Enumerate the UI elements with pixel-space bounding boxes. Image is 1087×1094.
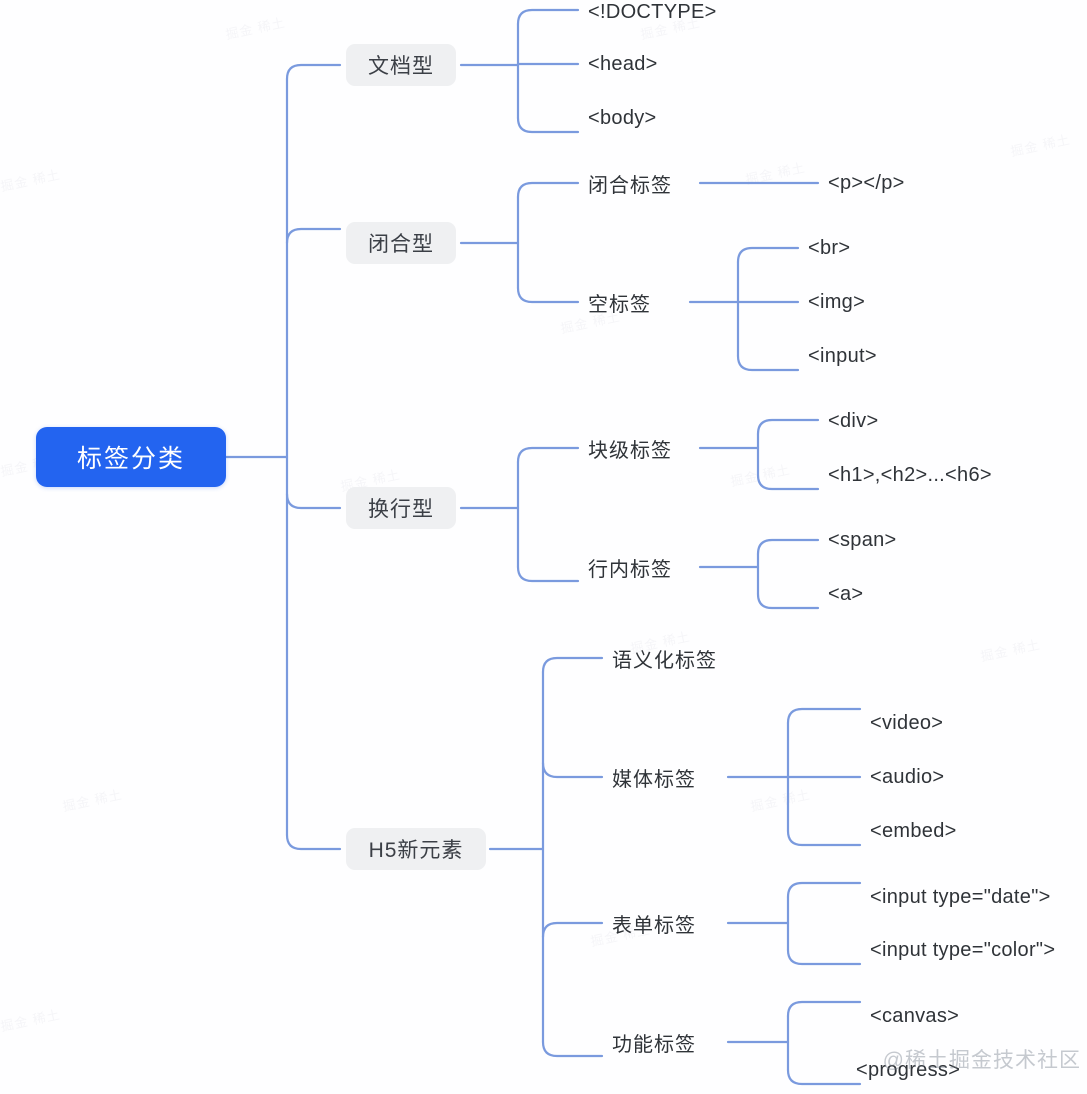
edge-b4c2-g1 bbox=[786, 707, 862, 725]
background-watermark: 掘金 稀土 bbox=[0, 166, 62, 195]
edge-b2c2-g3 bbox=[736, 354, 800, 372]
leaf-node-p-tag[interactable]: <p></p> bbox=[828, 170, 905, 196]
background-watermark: 掘金 稀土 bbox=[61, 786, 124, 815]
subnode-label: 语义化标签 bbox=[612, 649, 717, 672]
leaf-node-label: <input type="date"> bbox=[870, 885, 1051, 908]
background-watermark: 掘金 稀土 bbox=[749, 786, 812, 815]
edge-b4c3-g1 bbox=[786, 881, 862, 899]
leaf-node-label: <img> bbox=[808, 290, 866, 313]
leaf-node-embed[interactable]: <embed> bbox=[870, 819, 957, 843]
leaf-node-br[interactable]: <br> bbox=[808, 236, 850, 260]
leaf-node-audio[interactable]: <audio> bbox=[870, 765, 944, 789]
branch-node-label: H5新元素 bbox=[368, 839, 464, 862]
leaf-node-label: <input type="color"> bbox=[870, 938, 1056, 961]
leaf-node-label: <p></p> bbox=[828, 171, 905, 194]
edge-b3c1-g1 bbox=[756, 418, 820, 436]
leaf-node-label: <embed> bbox=[870, 819, 957, 842]
leaf-node-doctype[interactable]: <!DOCTYPE> bbox=[588, 0, 717, 24]
subnode-label: 空标签 bbox=[588, 293, 651, 316]
subnode-block-tag[interactable]: 块级标签 bbox=[588, 435, 672, 462]
leaf-node-label: <progress> bbox=[856, 1058, 961, 1081]
edge-b2c2-g1 bbox=[736, 246, 800, 264]
branch-node-label: 闭合型 bbox=[368, 233, 434, 256]
background-watermark: 掘金 稀土 bbox=[729, 461, 792, 490]
subnode-closed-tag[interactable]: 闭合标签 bbox=[588, 170, 672, 197]
edge-b3-c2 bbox=[516, 565, 580, 583]
subnode-label: 块级标签 bbox=[588, 439, 672, 462]
leaf-node-label: <body> bbox=[588, 106, 657, 129]
edge-b4c4-g2 bbox=[786, 1068, 862, 1086]
edge-to-branch1 bbox=[285, 63, 342, 81]
background-watermark: 掘金 稀土 bbox=[744, 159, 807, 188]
edge-to-branch2 bbox=[285, 227, 342, 245]
leaf-node-label: <canvas> bbox=[870, 1004, 960, 1027]
background-watermark: 掘金 稀土 bbox=[0, 1006, 62, 1035]
subnode-semantic-tag[interactable]: 语义化标签 bbox=[612, 645, 717, 672]
branch-node-linebreak-type[interactable]: 换行型 bbox=[346, 487, 456, 529]
leaf-node-label: <div> bbox=[828, 409, 879, 432]
edge-b2-c2 bbox=[516, 286, 580, 304]
leaf-node-img[interactable]: <img> bbox=[808, 290, 865, 314]
edge-b3c2-g1 bbox=[756, 538, 820, 556]
subnode-empty-tag[interactable]: 空标签 bbox=[588, 289, 651, 316]
background-watermark: 掘金 稀土 bbox=[1009, 131, 1072, 160]
leaf-node-label: <input> bbox=[808, 344, 877, 367]
edge-b4-c1 bbox=[541, 656, 604, 674]
subnode-function-tag[interactable]: 功能标签 bbox=[612, 1029, 696, 1056]
leaf-node-headings[interactable]: <h1>,<h2>...<h6> bbox=[828, 463, 992, 487]
edge-b4-c4 bbox=[541, 1040, 604, 1058]
leaf-node-label: <h1>,<h2>...<h6> bbox=[828, 463, 992, 486]
edge-b4c4-g1 bbox=[786, 1000, 862, 1018]
leaf-node-body[interactable]: <body> bbox=[588, 106, 657, 130]
leaf-node-div[interactable]: <div> bbox=[828, 409, 878, 433]
leaf-node-label: <span> bbox=[828, 528, 897, 551]
subnode-media-tag[interactable]: 媒体标签 bbox=[612, 764, 696, 791]
leaf-node-head[interactable]: <head> bbox=[588, 52, 658, 76]
leaf-node-label: <head> bbox=[588, 52, 658, 75]
subnode-label: 功能标签 bbox=[612, 1033, 696, 1056]
edge-b4-c3 bbox=[541, 921, 604, 939]
edge-b4c3-g2 bbox=[786, 948, 862, 966]
subnode-inline-tag[interactable]: 行内标签 bbox=[588, 554, 672, 581]
leaf-node-input[interactable]: <input> bbox=[808, 344, 877, 368]
leaf-node-label: <!DOCTYPE> bbox=[588, 0, 717, 23]
leaf-node-label: <br> bbox=[808, 236, 851, 259]
background-watermark: 掘金 稀土 bbox=[979, 636, 1042, 665]
edge-to-branch3 bbox=[285, 492, 342, 510]
edge-b1-c3 bbox=[516, 116, 580, 134]
branch-node-label: 文档型 bbox=[368, 55, 434, 78]
leaf-node-input-date[interactable]: <input type="date"> bbox=[870, 885, 1051, 909]
leaf-node-input-color[interactable]: <input type="color"> bbox=[870, 938, 1055, 962]
leaf-node-anchor[interactable]: <a> bbox=[828, 582, 863, 606]
edge-b2-c1 bbox=[516, 181, 580, 199]
edge-b4-c2 bbox=[541, 761, 604, 779]
background-watermark: 掘金 稀土 bbox=[224, 14, 287, 43]
leaf-node-video[interactable]: <video> bbox=[870, 711, 943, 735]
branch-node-label: 换行型 bbox=[368, 498, 434, 521]
subnode-label: 媒体标签 bbox=[612, 768, 696, 791]
branch-node-document-type[interactable]: 文档型 bbox=[346, 44, 456, 86]
subnode-label: 表单标签 bbox=[612, 914, 696, 937]
subnode-label: 闭合标签 bbox=[588, 174, 672, 197]
leaf-node-label: <a> bbox=[828, 582, 864, 605]
edge-b4c2-g3 bbox=[786, 829, 862, 847]
branch-node-closed-type[interactable]: 闭合型 bbox=[346, 222, 456, 264]
subnode-form-tag[interactable]: 表单标签 bbox=[612, 910, 696, 937]
leaf-node-label: <audio> bbox=[870, 765, 945, 788]
branch-node-h5-elements[interactable]: H5新元素 bbox=[346, 828, 486, 870]
edge-b3-c1 bbox=[516, 446, 580, 464]
root-node[interactable]: 标签分类 bbox=[36, 427, 226, 487]
edge-b1-c1 bbox=[516, 8, 580, 26]
leaf-node-span[interactable]: <span> bbox=[828, 528, 897, 552]
subnode-label: 行内标签 bbox=[588, 558, 672, 581]
edge-b3c2-g2 bbox=[756, 592, 820, 610]
leaf-node-progress[interactable]: <progress> bbox=[856, 1058, 960, 1082]
edge-b3c1-g2 bbox=[756, 473, 820, 491]
edge-to-branch4 bbox=[285, 833, 342, 851]
leaf-node-label: <video> bbox=[870, 711, 944, 734]
leaf-node-canvas[interactable]: <canvas> bbox=[870, 1004, 959, 1028]
root-node-label: 标签分类 bbox=[76, 445, 185, 473]
